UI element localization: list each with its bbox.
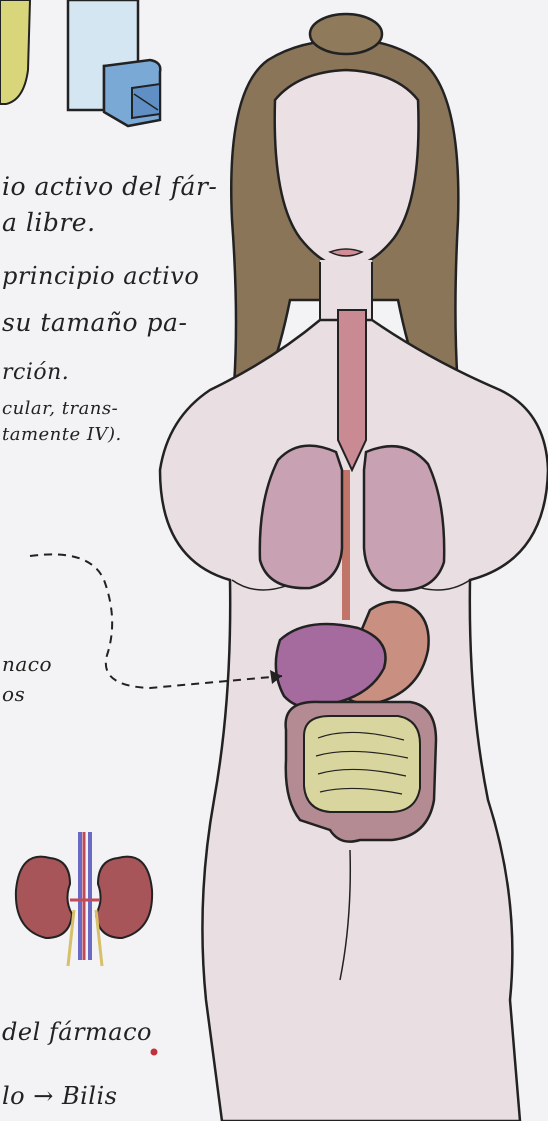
small-intestine [304,716,420,812]
note-line-3: principio activo [2,262,199,290]
note-line-6: cular, trans- [2,398,118,419]
note-line-2: a libre. [2,208,96,237]
note-line-7: tamente IV). [2,424,122,445]
note-line-4: su tamaño pa- [2,308,187,337]
inhaler-icon [68,0,160,126]
note-line-11: lo → Bilis [2,1082,117,1110]
note-line-5: rción. [2,360,69,385]
note-line-9: os [2,682,25,706]
yellow-object-icon [0,0,30,104]
note-line-1: io activo del fár- [2,172,217,201]
note-line-8: naco [2,652,52,676]
note-line-10: del fármaco [2,1018,152,1046]
hair-bun [310,14,382,54]
kidneys-icon [16,832,152,966]
trachea [338,310,366,470]
bullet-dot [151,1049,158,1056]
